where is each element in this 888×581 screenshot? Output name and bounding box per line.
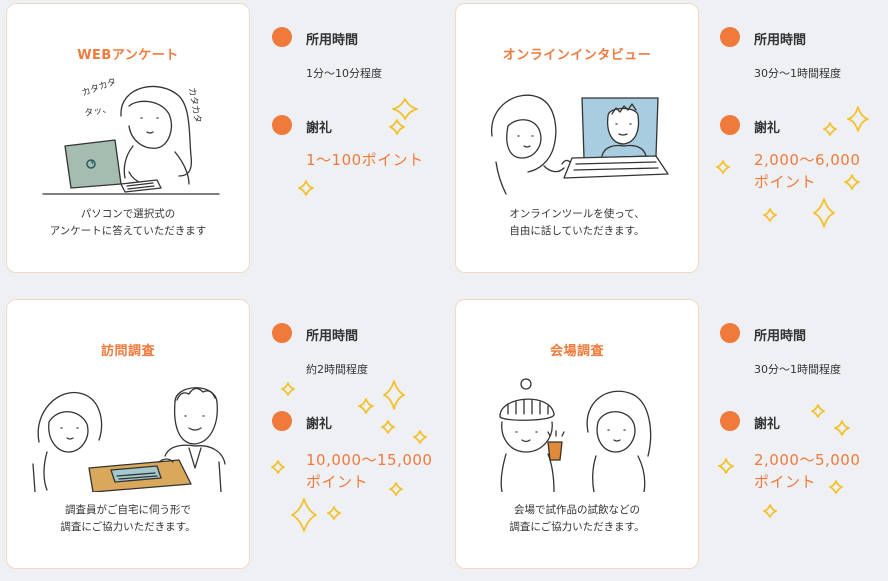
time-label: 所用時間 bbox=[306, 33, 359, 48]
reward-label: 謝礼 bbox=[306, 417, 333, 432]
card-title: 訪問調査 bbox=[100, 344, 155, 359]
card-title: 会場調査 bbox=[549, 344, 604, 359]
svg-text:タッ、: タッ、 bbox=[84, 103, 112, 119]
sparkle-icon bbox=[271, 380, 427, 532]
time-value: 1分〜10分程度 bbox=[306, 67, 382, 80]
bullet-icon bbox=[720, 115, 740, 135]
card-description: パソコンで選択式の アンケートに答えていただきます bbox=[49, 208, 207, 237]
time-label: 所用時間 bbox=[306, 329, 359, 344]
bullet-icon bbox=[720, 411, 740, 431]
bullet-icon bbox=[272, 27, 292, 47]
time-label: 所用時間 bbox=[754, 329, 807, 344]
card-description: オンラインツールを使って、 自由に話していただきます。 bbox=[509, 208, 645, 237]
reward-value: 2,000〜6,000 ポイント bbox=[754, 151, 861, 191]
bullet-icon bbox=[272, 323, 292, 343]
online-interview-illustration bbox=[491, 94, 669, 195]
survey-info-home-visit: 所用時間 約2時間程度 謝礼 10,000〜15,000 ポイント bbox=[270, 299, 450, 569]
reward-label: 謝礼 bbox=[754, 121, 781, 136]
survey-info-online-interview: 所用時間 30分〜1時間程度 謝礼 2,000〜6,000 ポイント bbox=[716, 3, 888, 273]
reward-label: 謝礼 bbox=[754, 417, 781, 432]
bullet-icon bbox=[272, 115, 292, 135]
survey-info-web: 所用時間 1分〜10分程度 謝礼 1〜100ポイント bbox=[270, 3, 450, 273]
time-value: 30分〜1時間程度 bbox=[754, 363, 841, 376]
survey-info-venue: 所用時間 30分〜1時間程度 謝礼 2,000〜5,000 ポイント bbox=[718, 299, 888, 569]
time-value: 30分〜1時間程度 bbox=[754, 67, 841, 80]
reward-value: 2,000〜5,000 ポイント bbox=[754, 451, 861, 491]
card-title: WEBアンケート bbox=[77, 48, 179, 63]
card-description: 会場で試作品の試飲などの 調査にご協力いただきます。 bbox=[509, 504, 645, 533]
sparkle-icon bbox=[716, 106, 869, 228]
venue-survey-illustration bbox=[499, 378, 652, 492]
home-visit-illustration bbox=[32, 387, 226, 492]
time-value: 約2時間程度 bbox=[306, 363, 368, 376]
survey-card-web: WEBアンケート カタカタ タッ、 カタカタ パソコンで選択式の bbox=[6, 3, 250, 273]
reward-value: 10,000〜15,000 ポイント bbox=[306, 451, 433, 491]
web-survey-illustration: カタカタ タッ、 カタカタ bbox=[42, 76, 220, 195]
doodle-text-left: カタカタ bbox=[80, 76, 118, 99]
card-title: オンラインインタビュー bbox=[502, 48, 652, 63]
survey-card-home-visit: 訪問調査 調査員がご自宅に伺う形で 調査にご協力いた bbox=[6, 299, 250, 569]
card-description: 調査員がご自宅に伺う形で 調査にご協力いただきます。 bbox=[60, 504, 196, 533]
sparkle-icon bbox=[298, 98, 418, 196]
bullet-icon bbox=[720, 27, 740, 47]
survey-card-venue: 会場調査 会場で試作品の試飲などの 調査にご協力いただきます。 bbox=[455, 299, 699, 569]
bullet-icon bbox=[720, 323, 740, 343]
reward-label: 謝礼 bbox=[306, 121, 333, 136]
reward-value: 1〜100ポイント bbox=[306, 151, 424, 169]
time-label: 所用時間 bbox=[754, 33, 807, 48]
sparkle-icon bbox=[718, 404, 850, 518]
survey-card-online-interview: オンラインインタビュー オンラインツールを使って、 自由に話していただきます。 bbox=[455, 3, 699, 273]
bullet-icon bbox=[272, 411, 292, 431]
